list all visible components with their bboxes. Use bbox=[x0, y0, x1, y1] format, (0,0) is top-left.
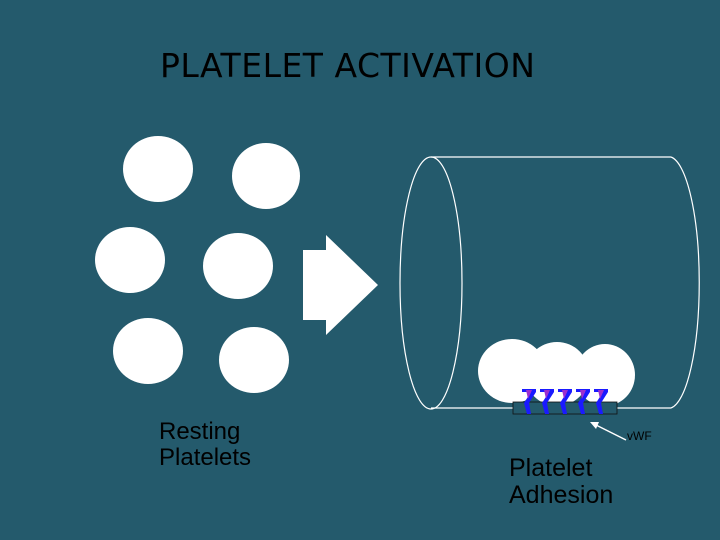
adhesion-caption-line-2: Adhesion bbox=[509, 481, 614, 509]
resting-caption-line-2: Platelets bbox=[159, 443, 252, 471]
vwf-label: vWF bbox=[627, 429, 652, 443]
vwf-strand bbox=[522, 389, 536, 414]
slide-title: PLATELET ACTIVATION bbox=[160, 46, 536, 85]
vwf-strands bbox=[522, 389, 608, 414]
vessel-right-opening bbox=[670, 156, 700, 409]
resting-platelet bbox=[113, 318, 183, 384]
platelet-adhesion-caption: Platelet Adhesion bbox=[509, 455, 613, 509]
vwf-strand bbox=[558, 389, 572, 414]
resting-platelet bbox=[203, 233, 273, 299]
vwf-strand bbox=[594, 389, 608, 414]
resting-platelets-caption: Resting Platelets bbox=[159, 419, 251, 471]
resting-platelet bbox=[95, 227, 165, 293]
resting-platelets bbox=[95, 136, 300, 393]
resting-platelet bbox=[232, 143, 300, 209]
vwf-strand bbox=[540, 389, 554, 414]
vwf-pointer-arrowhead bbox=[590, 422, 599, 429]
adhesion-caption-line-1: Platelet bbox=[509, 454, 593, 482]
vwf-strand bbox=[576, 389, 590, 414]
adhered-platelets bbox=[478, 339, 635, 406]
resting-caption-line-1: Resting bbox=[159, 418, 241, 445]
transition-arrow bbox=[303, 235, 378, 335]
vwf-pointer-line bbox=[593, 423, 627, 441]
resting-platelet bbox=[123, 136, 193, 202]
adhered-platelet bbox=[525, 342, 589, 406]
vessel-left-opening bbox=[399, 156, 463, 410]
resting-platelet bbox=[219, 327, 289, 393]
